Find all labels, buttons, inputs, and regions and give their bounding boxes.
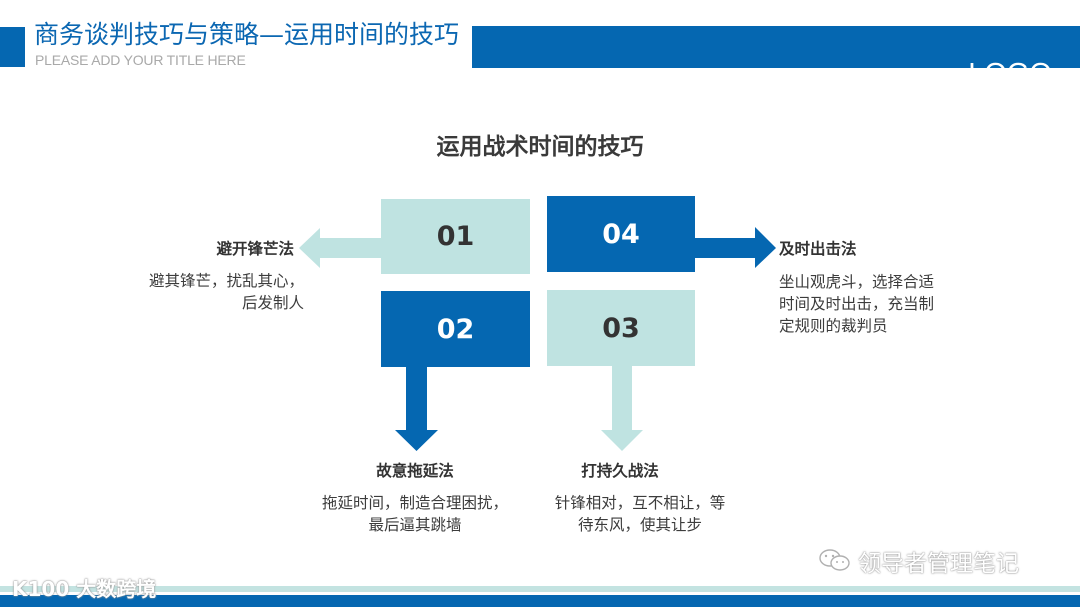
description-line: 针锋相对，互不相让，等 <box>554 494 726 512</box>
footer-band-dark <box>0 595 1080 607</box>
description-line: 最后逼其跳墙 <box>368 516 462 534</box>
description-line: 后发制人 <box>241 294 304 312</box>
step-03-description: 针锋相对，互不相让，等 待东风，使其让步 <box>520 492 760 536</box>
description-line: 拖延时间，制造合理困扰， <box>321 494 508 512</box>
step-number: 02 <box>436 313 475 345</box>
step-number: 04 <box>602 218 640 250</box>
watermark-right: 领导者管理笔记 <box>818 544 1019 578</box>
step-box-01: 01 <box>381 199 530 274</box>
step-number: 01 <box>436 221 475 252</box>
description-line: 待东风，使其让步 <box>577 516 702 534</box>
slide-subtitle: PLEASE ADD YOUR TITLE HERE <box>35 52 246 68</box>
step-01-heading: 避开锋芒法 <box>216 240 294 258</box>
wechat-icon <box>819 549 850 571</box>
step-number: 03 <box>602 312 640 344</box>
step-02-description: 拖延时间，制造合理困扰， 最后逼其跳墙 <box>270 492 560 536</box>
description-line: 坐山观虎斗，选择合适 <box>779 273 935 291</box>
step-03-heading: 打持久战法 <box>581 462 659 480</box>
step-box-03: 03 <box>547 290 695 366</box>
step-box-04: 04 <box>547 196 695 272</box>
description-line: 定规则的裁判员 <box>779 317 888 335</box>
logo-text: LOGO <box>968 58 1052 90</box>
diagram-title: 运用战术时间的技巧 <box>436 134 644 160</box>
watermark-right-text: 领导者管理笔记 <box>858 551 1019 577</box>
watermark-left: K100 大数跨境 <box>12 577 157 601</box>
step-box-02: 02 <box>381 291 530 367</box>
step-04-heading: 及时出击法 <box>779 240 857 258</box>
slide-title: 商务谈判技巧与策略—运用时间的技巧 <box>34 20 460 49</box>
step-02-heading: 故意拖延法 <box>376 462 454 480</box>
header-accent-block <box>0 27 25 67</box>
description-line: 避其锋芒，扰乱其心， <box>148 272 304 290</box>
step-04-description: 坐山观虎斗，选择合适 时间及时出击，充当制 定规则的裁判员 <box>779 271 934 337</box>
step-01-description: 避其锋芒，扰乱其心， 后发制人 <box>149 270 304 314</box>
description-line: 时间及时出击，充当制 <box>779 295 935 313</box>
footer-band-light <box>0 586 1080 592</box>
header-bar: LOGO <box>472 26 1080 90</box>
